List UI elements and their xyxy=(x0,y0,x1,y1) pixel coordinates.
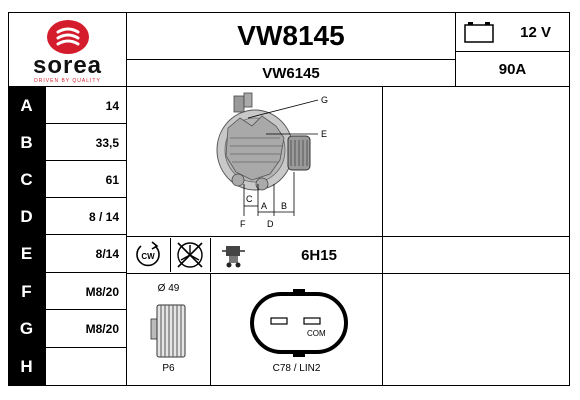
row-letter: C xyxy=(8,161,45,198)
voltage-cell: 12 V xyxy=(455,12,570,52)
regulator-code: 6H15 xyxy=(301,246,337,264)
brand-name: sorea xyxy=(32,51,103,79)
part-number-cell: VW8145 xyxy=(126,12,456,60)
pulley-diameter: Ø 49 xyxy=(157,283,180,294)
voltage: 12 V xyxy=(520,23,551,41)
connector-icon: COM xyxy=(250,289,348,357)
amperage-cell: 90A xyxy=(455,51,570,87)
brand-tagline: DRIVEN BY QUALITY xyxy=(34,77,101,84)
part-number: VW8145 xyxy=(237,20,345,51)
row-value: 61 xyxy=(105,172,119,187)
pulley-type: P6 xyxy=(162,363,175,374)
table-row: B 33,5 xyxy=(8,124,127,161)
fan-cell xyxy=(172,238,208,272)
alternator-diagram: G E C A B F D xyxy=(200,88,340,235)
amperage: 90A xyxy=(498,60,527,78)
oe-reference-cell: VW6145 xyxy=(126,59,456,87)
table-row: E 8/14 xyxy=(8,235,127,273)
regulator-cell xyxy=(214,238,254,272)
spec-table: A 14 B 33,5 C 61 D 8 / 14 E 8/14 F M8/20… xyxy=(8,87,127,386)
pulley-icon xyxy=(150,304,186,358)
row-value: 14 xyxy=(105,98,119,113)
row-value: 8 / 14 xyxy=(88,209,119,224)
rotation-cell: CW xyxy=(128,238,168,272)
icon-divider xyxy=(170,238,171,272)
table-row: A 14 xyxy=(8,87,127,124)
row-letter: E xyxy=(8,235,45,273)
row-letter: D xyxy=(8,198,45,235)
connector-cell: COM C78 / LIN2 xyxy=(211,275,382,385)
icon-divider xyxy=(210,238,211,272)
row-letter: B xyxy=(8,124,45,161)
connector-code: C78 / LIN2 xyxy=(272,363,321,374)
oe-reference: VW6145 xyxy=(262,64,320,82)
label-a: A xyxy=(261,201,267,211)
panel-divider xyxy=(126,273,570,274)
table-row: F M8/20 xyxy=(8,273,127,310)
row-value: 33,5 xyxy=(95,135,119,150)
panel-divider xyxy=(210,273,211,386)
alternator-icon: G E C A B F D xyxy=(216,92,328,229)
row-letter: G xyxy=(8,310,45,348)
label-d: D xyxy=(267,219,274,229)
table-row: H xyxy=(8,348,127,386)
label-c: C xyxy=(246,194,253,204)
regulator-code-cell: 6H15 xyxy=(256,238,382,272)
label-e: E xyxy=(321,129,327,139)
row-value xyxy=(45,348,127,386)
row-letter: H xyxy=(8,348,45,386)
battery-icon xyxy=(464,22,494,43)
sorea-logo-icon xyxy=(46,19,89,54)
rotation-label: CW xyxy=(141,252,155,261)
panel-divider xyxy=(126,236,570,237)
row-value: M8/20 xyxy=(85,284,119,299)
label-f: F xyxy=(240,219,246,229)
clockwise-icon: CW xyxy=(136,241,160,267)
regulator-icon xyxy=(222,246,245,268)
label-b: B xyxy=(281,201,287,211)
connector-pin-label: COM xyxy=(307,329,326,338)
logo-cell: sorea DRIVEN BY QUALITY xyxy=(8,12,127,87)
row-value: M8/20 xyxy=(85,322,119,336)
table-row: C 61 xyxy=(8,161,127,198)
row-letter: A xyxy=(8,87,45,124)
label-g: G xyxy=(321,95,328,105)
column-divider xyxy=(45,87,46,386)
table-row: D 8 / 14 xyxy=(8,198,127,235)
pulley-cell: Ø 49 P6 xyxy=(127,275,210,385)
row-letter: F xyxy=(8,273,45,310)
no-fan-icon xyxy=(177,242,203,268)
table-row: G M8/20 xyxy=(8,310,127,348)
row-value: 8/14 xyxy=(95,247,119,261)
